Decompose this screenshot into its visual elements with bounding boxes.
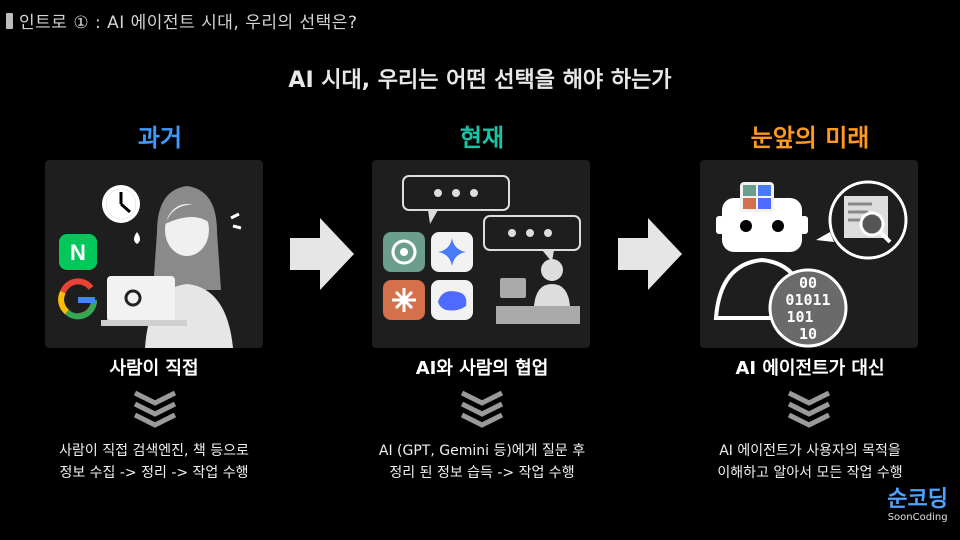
binary-line: 01011 xyxy=(785,291,830,309)
desc-line: 정리 된 정보 습득 -> 작업 수행 xyxy=(389,465,575,481)
caption-present: AI와 사람의 협업 xyxy=(415,358,549,379)
main-title: AI 시대, 우리는 어떤 선택을 해야 하는가 xyxy=(288,68,672,93)
desc-past: 사람이 직접 검색엔진, 책 등으로 정보 수집 -> 정리 -> 작업 수행 xyxy=(14,440,294,484)
arrow-right-icon xyxy=(290,218,354,290)
claude-icon xyxy=(383,280,425,320)
binary-line: 00 xyxy=(799,274,817,292)
slide-header: 인트로 ① : AI 에이전트 시대, 우리의 선택은? xyxy=(6,8,357,33)
deepseek-icon xyxy=(431,280,473,320)
header-title: 인트로 ① : AI 에이전트 시대, 우리의 선택은? xyxy=(19,13,358,33)
gemini-icon xyxy=(431,232,473,272)
person-desk-icon xyxy=(496,259,580,324)
speech-bubble-icon xyxy=(483,215,581,262)
chevron-down-icon xyxy=(787,390,831,428)
arrow-right-icon xyxy=(618,218,682,290)
present-card xyxy=(372,160,590,348)
document-search-icon xyxy=(816,180,908,260)
desc-line: AI 에이전트가 사용자의 목적을 xyxy=(719,443,901,459)
logo-main-text: 순코딩 xyxy=(887,487,948,512)
naver-icon xyxy=(59,234,97,270)
google-icon xyxy=(58,278,98,320)
caption-past: 사람이 직접 xyxy=(109,358,199,379)
desc-future: AI 에이전트가 사용자의 목적을 이해하고 알아서 모든 작업 수행 xyxy=(670,440,950,484)
past-card: N xyxy=(45,160,263,348)
desc-line: 이해하고 알아서 모든 작업 수행 xyxy=(717,465,903,481)
col-title-past: 과거 xyxy=(137,124,183,152)
logo-sub-text: SoonCoding xyxy=(887,512,948,523)
desc-line: AI (GPT, Gemini 등)에게 질문 후 xyxy=(378,443,586,459)
binary-line: 101 xyxy=(786,308,813,326)
speech-bubble-icon xyxy=(402,175,510,224)
naver-letter: N xyxy=(70,240,86,265)
robot-icon xyxy=(713,182,811,320)
chevron-down-icon xyxy=(460,390,504,428)
binary-code-icon xyxy=(768,268,848,348)
caption-future: AI 에이전트가 대신 xyxy=(735,358,885,379)
col-title-present: 현재 xyxy=(459,124,505,152)
future-card: 00 01011 101 10 xyxy=(700,160,918,348)
desc-line: 정보 수집 -> 정리 -> 작업 수행 xyxy=(59,465,249,481)
clock-icon xyxy=(102,185,140,223)
header-bar xyxy=(6,12,13,29)
binary-line: 10 xyxy=(799,325,817,343)
chatgpt-icon xyxy=(383,232,425,272)
laptop-icon xyxy=(101,276,187,326)
col-title-future: 눈앞의 미래 xyxy=(750,124,870,152)
desc-present: AI (GPT, Gemini 등)에게 질문 후 정리 된 정보 습득 -> … xyxy=(342,440,622,484)
chevron-down-icon xyxy=(133,390,177,428)
brand-logo: 순코딩 SoonCoding xyxy=(887,487,948,524)
desc-line: 사람이 직접 검색엔진, 책 등으로 xyxy=(59,443,249,459)
